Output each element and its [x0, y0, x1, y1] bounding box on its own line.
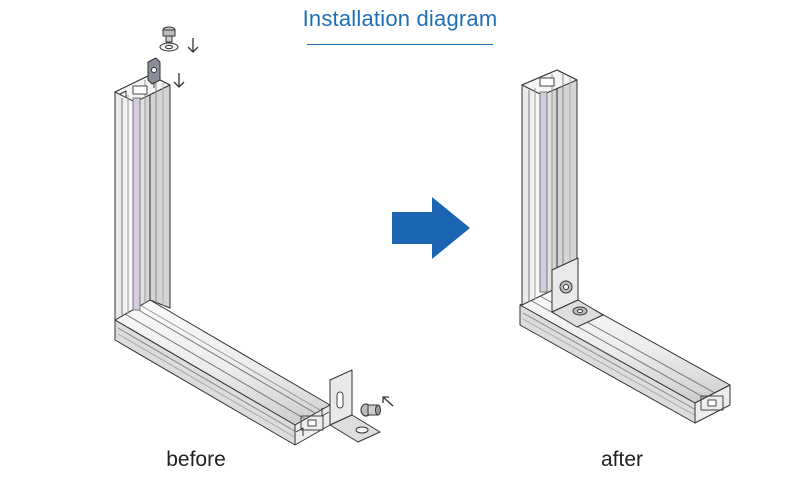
down-arrow-icon: [173, 73, 185, 88]
vertical-profile-after: [521, 69, 578, 306]
screw-top: [162, 26, 176, 43]
direction-arrow-icon: [392, 197, 470, 259]
down-arrow-icon: [187, 38, 199, 53]
caption-after: after: [600, 448, 644, 471]
screw-side: [360, 403, 381, 417]
title-underline: [307, 44, 493, 45]
diagram-title: Installation diagram: [302, 6, 498, 31]
horizontal-profile-before: [114, 299, 331, 446]
caption-before: before: [166, 448, 226, 471]
corner-bracket-before: [329, 369, 381, 443]
vertical-profile-before: [114, 74, 171, 321]
t-nut-plate-top: [147, 57, 161, 85]
corner-bracket-after: [551, 257, 604, 328]
before-assembly: [114, 26, 394, 446]
washer-top: [159, 42, 179, 52]
after-assembly: [519, 69, 731, 424]
diagonal-arrow-icon: [382, 396, 394, 407]
